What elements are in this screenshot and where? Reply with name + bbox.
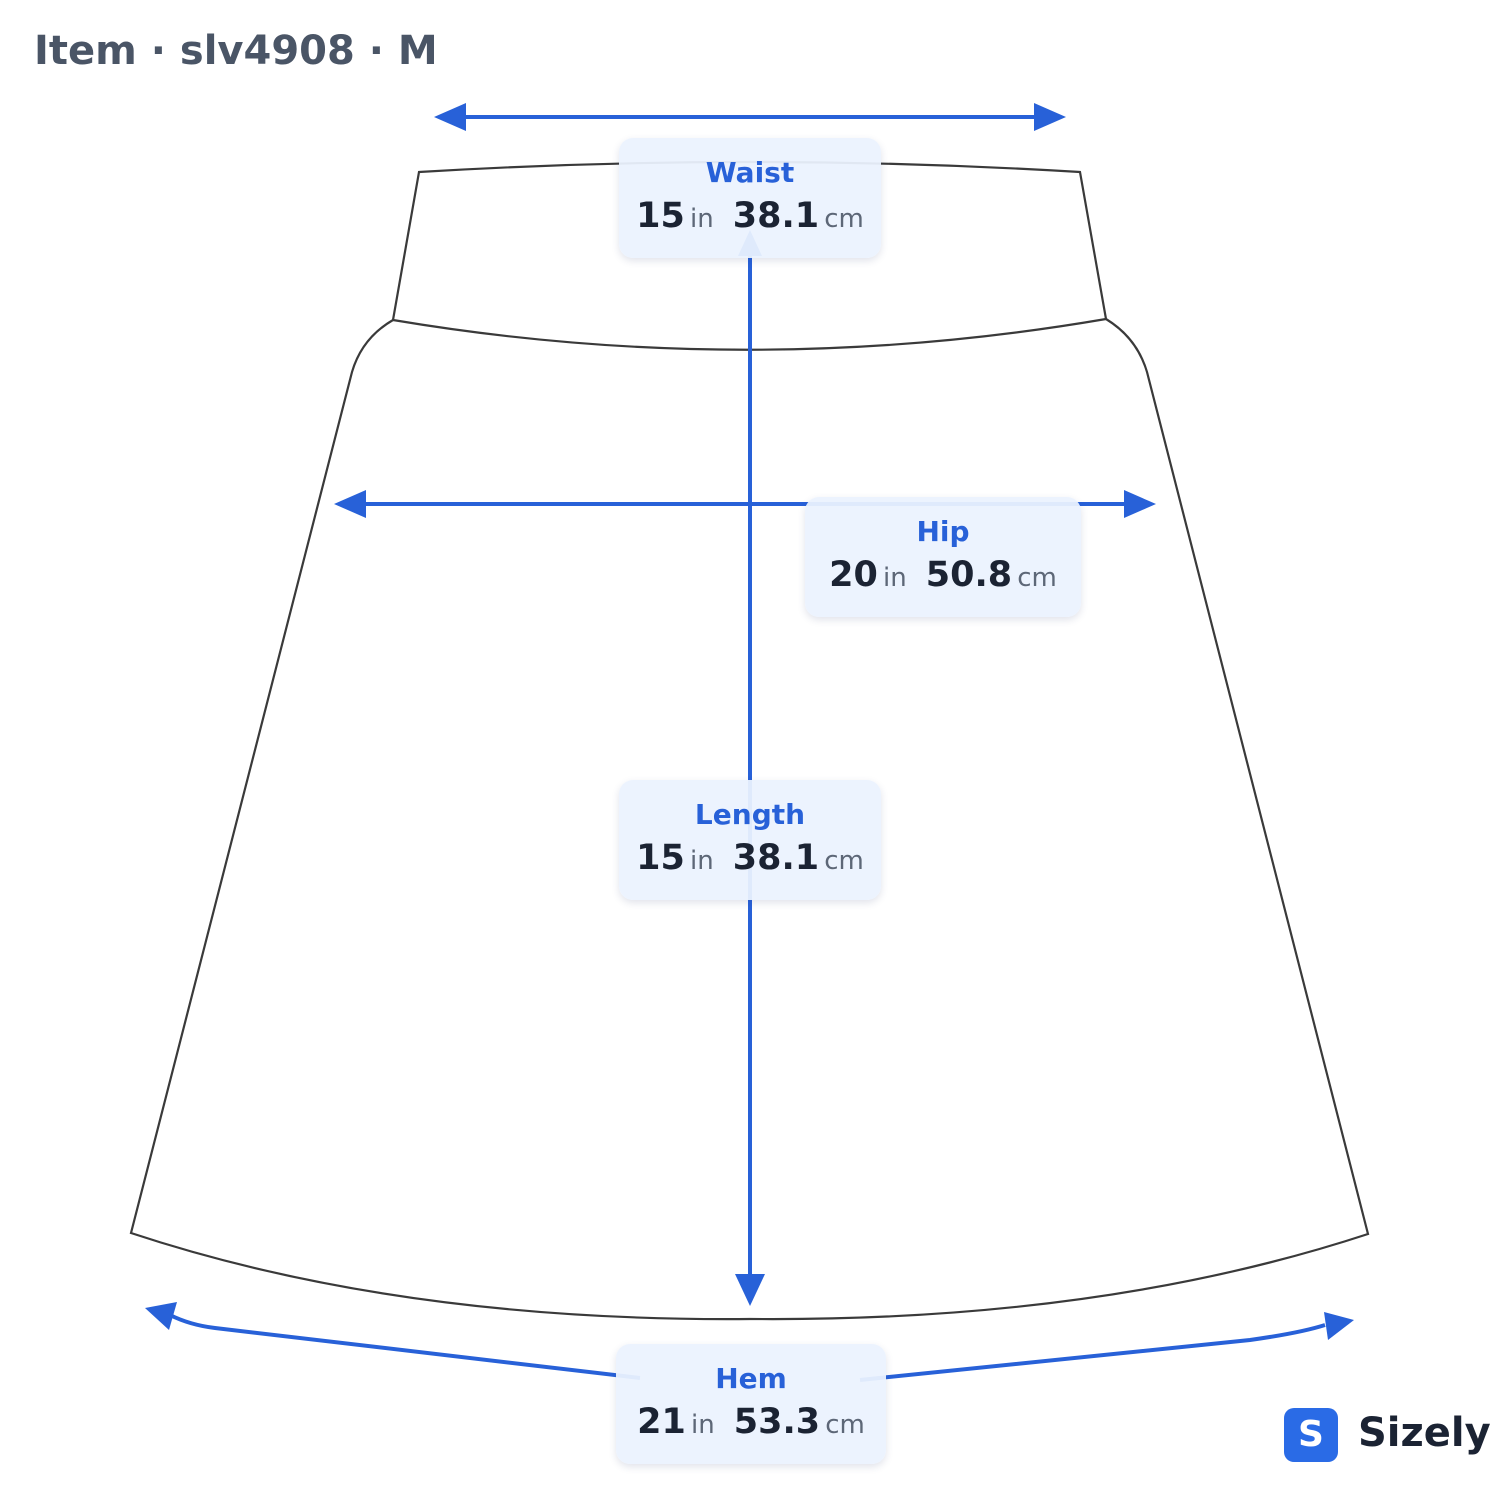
length-cm-unit: cm [824,846,864,876]
skirt-body-outline [129,318,1370,1321]
measurement-arrows [145,103,1354,1382]
hip-values: 20 in 50.8 cm [805,555,1081,601]
hem-in-unit: in [690,1410,715,1440]
waist-values: 15 in 38.1 cm [619,196,881,242]
hem-inches: 21 [637,1402,686,1442]
hip-cm-unit: cm [1017,563,1057,593]
title-separator: · [368,28,384,74]
waist-label: Waist 15 in 38.1 cm [619,138,881,258]
waist-in-unit: in [689,204,714,234]
page-title: Item · slv4908 · M [34,28,438,74]
waist-arrow-right-head [1034,103,1066,131]
brand-name: Sizely [1358,1410,1491,1456]
hem-arrow-right-head [1324,1312,1354,1340]
hip-arrow-left-head [334,490,366,518]
hem-label: Hem 21 in 53.3 cm [616,1344,886,1464]
hip-cm: 50.8 [925,555,1013,595]
hip-inches: 20 [829,555,878,595]
title-sku: slv4908 [179,28,355,74]
hip-arrow-right-head [1124,490,1156,518]
hem-cm-unit: cm [825,1410,865,1440]
waist-arrow-left-head [434,103,466,131]
length-values: 15 in 38.1 cm [619,838,881,884]
waist-cm-unit: cm [824,204,864,234]
title-separator: · [150,28,166,74]
length-label: Length 15 in 38.1 cm [619,780,881,900]
hem-arrow-left-head [145,1302,177,1330]
waist-name: Waist [705,156,795,189]
hem-values: 21 in 53.3 cm [616,1402,886,1448]
hip-label: Hip 20 in 50.8 cm [805,497,1081,617]
length-arrow-bottom-head [735,1274,765,1306]
hem-cm: 53.3 [733,1402,821,1442]
length-in-unit: in [689,846,714,876]
hem-arrow [169,1313,1326,1382]
title-size: M [397,28,438,74]
hem-name: Hem [715,1362,787,1395]
brand-badge-icon: S [1284,1408,1338,1462]
length-name: Length [694,798,806,831]
hip-name: Hip [916,515,970,548]
waist-inches: 15 [636,196,685,236]
title-item: Item [34,28,137,74]
length-inches: 15 [636,838,685,878]
waist-cm: 38.1 [732,196,820,236]
hip-in-unit: in [882,563,907,593]
length-cm: 38.1 [732,838,820,878]
